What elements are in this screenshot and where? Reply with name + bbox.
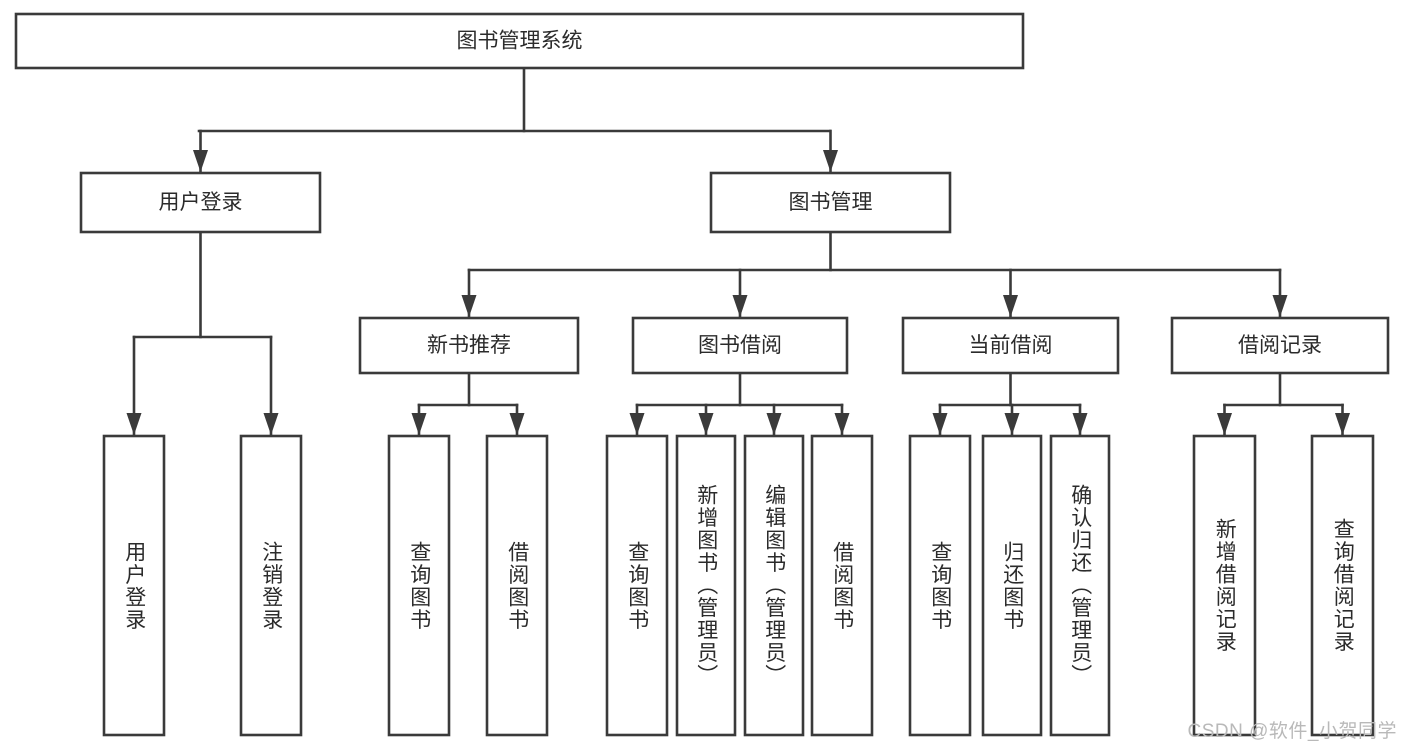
arrow-head-icon (461, 295, 477, 317)
node-user-login[interactable] (79, 171, 322, 234)
node-label: 用户登录 (159, 191, 243, 214)
arrow-head-icon (193, 150, 208, 172)
leaf-rect[interactable] (239, 434, 303, 737)
box-layer (14, 12, 1390, 737)
node-label: 图书借阅 (698, 334, 782, 357)
leaf-leaf-add-record[interactable] (1192, 434, 1257, 737)
node-rect[interactable] (358, 316, 580, 375)
node-label: 当前借阅 (969, 334, 1053, 357)
node-borrow-record[interactable] (1170, 316, 1390, 375)
arrow-head-icon (698, 413, 714, 435)
node-rect[interactable] (14, 12, 1025, 70)
leaf-leaf-edit-book[interactable] (743, 434, 805, 737)
arrow-head-icon (766, 413, 782, 435)
leaf-leaf-add-book[interactable] (675, 434, 737, 737)
arrow-head-icon (1004, 413, 1020, 435)
leaf-rect[interactable] (485, 434, 549, 737)
leaf-rect[interactable] (1192, 434, 1257, 737)
leaf-leaf-user-logout[interactable] (239, 434, 303, 737)
leaf-rect[interactable] (102, 434, 166, 737)
arrow-head-icon (1072, 413, 1088, 435)
node-book-manage[interactable] (709, 171, 952, 234)
leaf-leaf-return-book[interactable] (981, 434, 1043, 737)
leaf-rect[interactable] (675, 434, 737, 737)
arrow-head-icon (1217, 413, 1232, 435)
connector-layer (126, 66, 1350, 436)
arrow-head-icon (823, 150, 838, 172)
leaf-rect[interactable] (387, 434, 451, 737)
arrow-head-icon (126, 413, 142, 435)
leaf-leaf-query-book-2[interactable] (605, 434, 669, 737)
leaf-leaf-query-book-1[interactable] (387, 434, 451, 737)
leaf-leaf-confirm-return[interactable] (1049, 434, 1111, 737)
arrow-head-icon (629, 413, 645, 435)
leaf-rect[interactable] (981, 434, 1043, 737)
node-label: 新书推荐 (427, 334, 511, 357)
arrow-head-icon (509, 413, 525, 435)
leaf-rect[interactable] (1049, 434, 1111, 737)
leaf-leaf-user-login[interactable] (102, 434, 166, 737)
leaf-rect[interactable] (908, 434, 972, 737)
arrow-head-icon (1335, 413, 1350, 435)
node-rect[interactable] (901, 316, 1120, 375)
node-label: 借阅记录 (1238, 334, 1322, 357)
arrow-head-icon (1003, 295, 1018, 317)
arrow-head-icon (263, 413, 279, 435)
csdn-watermark: CSDN @软件_小贺同学 (1187, 721, 1397, 742)
leaf-rect[interactable] (743, 434, 805, 737)
leaf-leaf-borrow-book-2[interactable] (810, 434, 874, 737)
arrow-head-icon (834, 413, 850, 435)
arrow-head-icon (1272, 295, 1288, 317)
leaf-leaf-borrow-book-1[interactable] (485, 434, 549, 737)
leaf-leaf-query-record[interactable] (1310, 434, 1375, 737)
node-rect[interactable] (79, 171, 322, 234)
node-label: 图书管理 (789, 191, 873, 214)
node-undefined[interactable] (14, 12, 1025, 70)
node-rect[interactable] (631, 316, 849, 375)
node-new-book-recommend[interactable] (358, 316, 580, 375)
arrow-head-icon (932, 413, 948, 435)
leaf-rect[interactable] (605, 434, 669, 737)
node-book-borrow[interactable] (631, 316, 849, 375)
node-rect[interactable] (709, 171, 952, 234)
node-current-borrow[interactable] (901, 316, 1120, 375)
arrow-head-icon (732, 295, 748, 317)
leaf-rect[interactable] (1310, 434, 1375, 737)
leaf-leaf-query-book-3[interactable] (908, 434, 972, 737)
node-rect[interactable] (1170, 316, 1390, 375)
arrow-head-icon (411, 413, 427, 435)
leaf-rect[interactable] (810, 434, 874, 737)
node-label: 图书管理系统 (457, 30, 583, 53)
